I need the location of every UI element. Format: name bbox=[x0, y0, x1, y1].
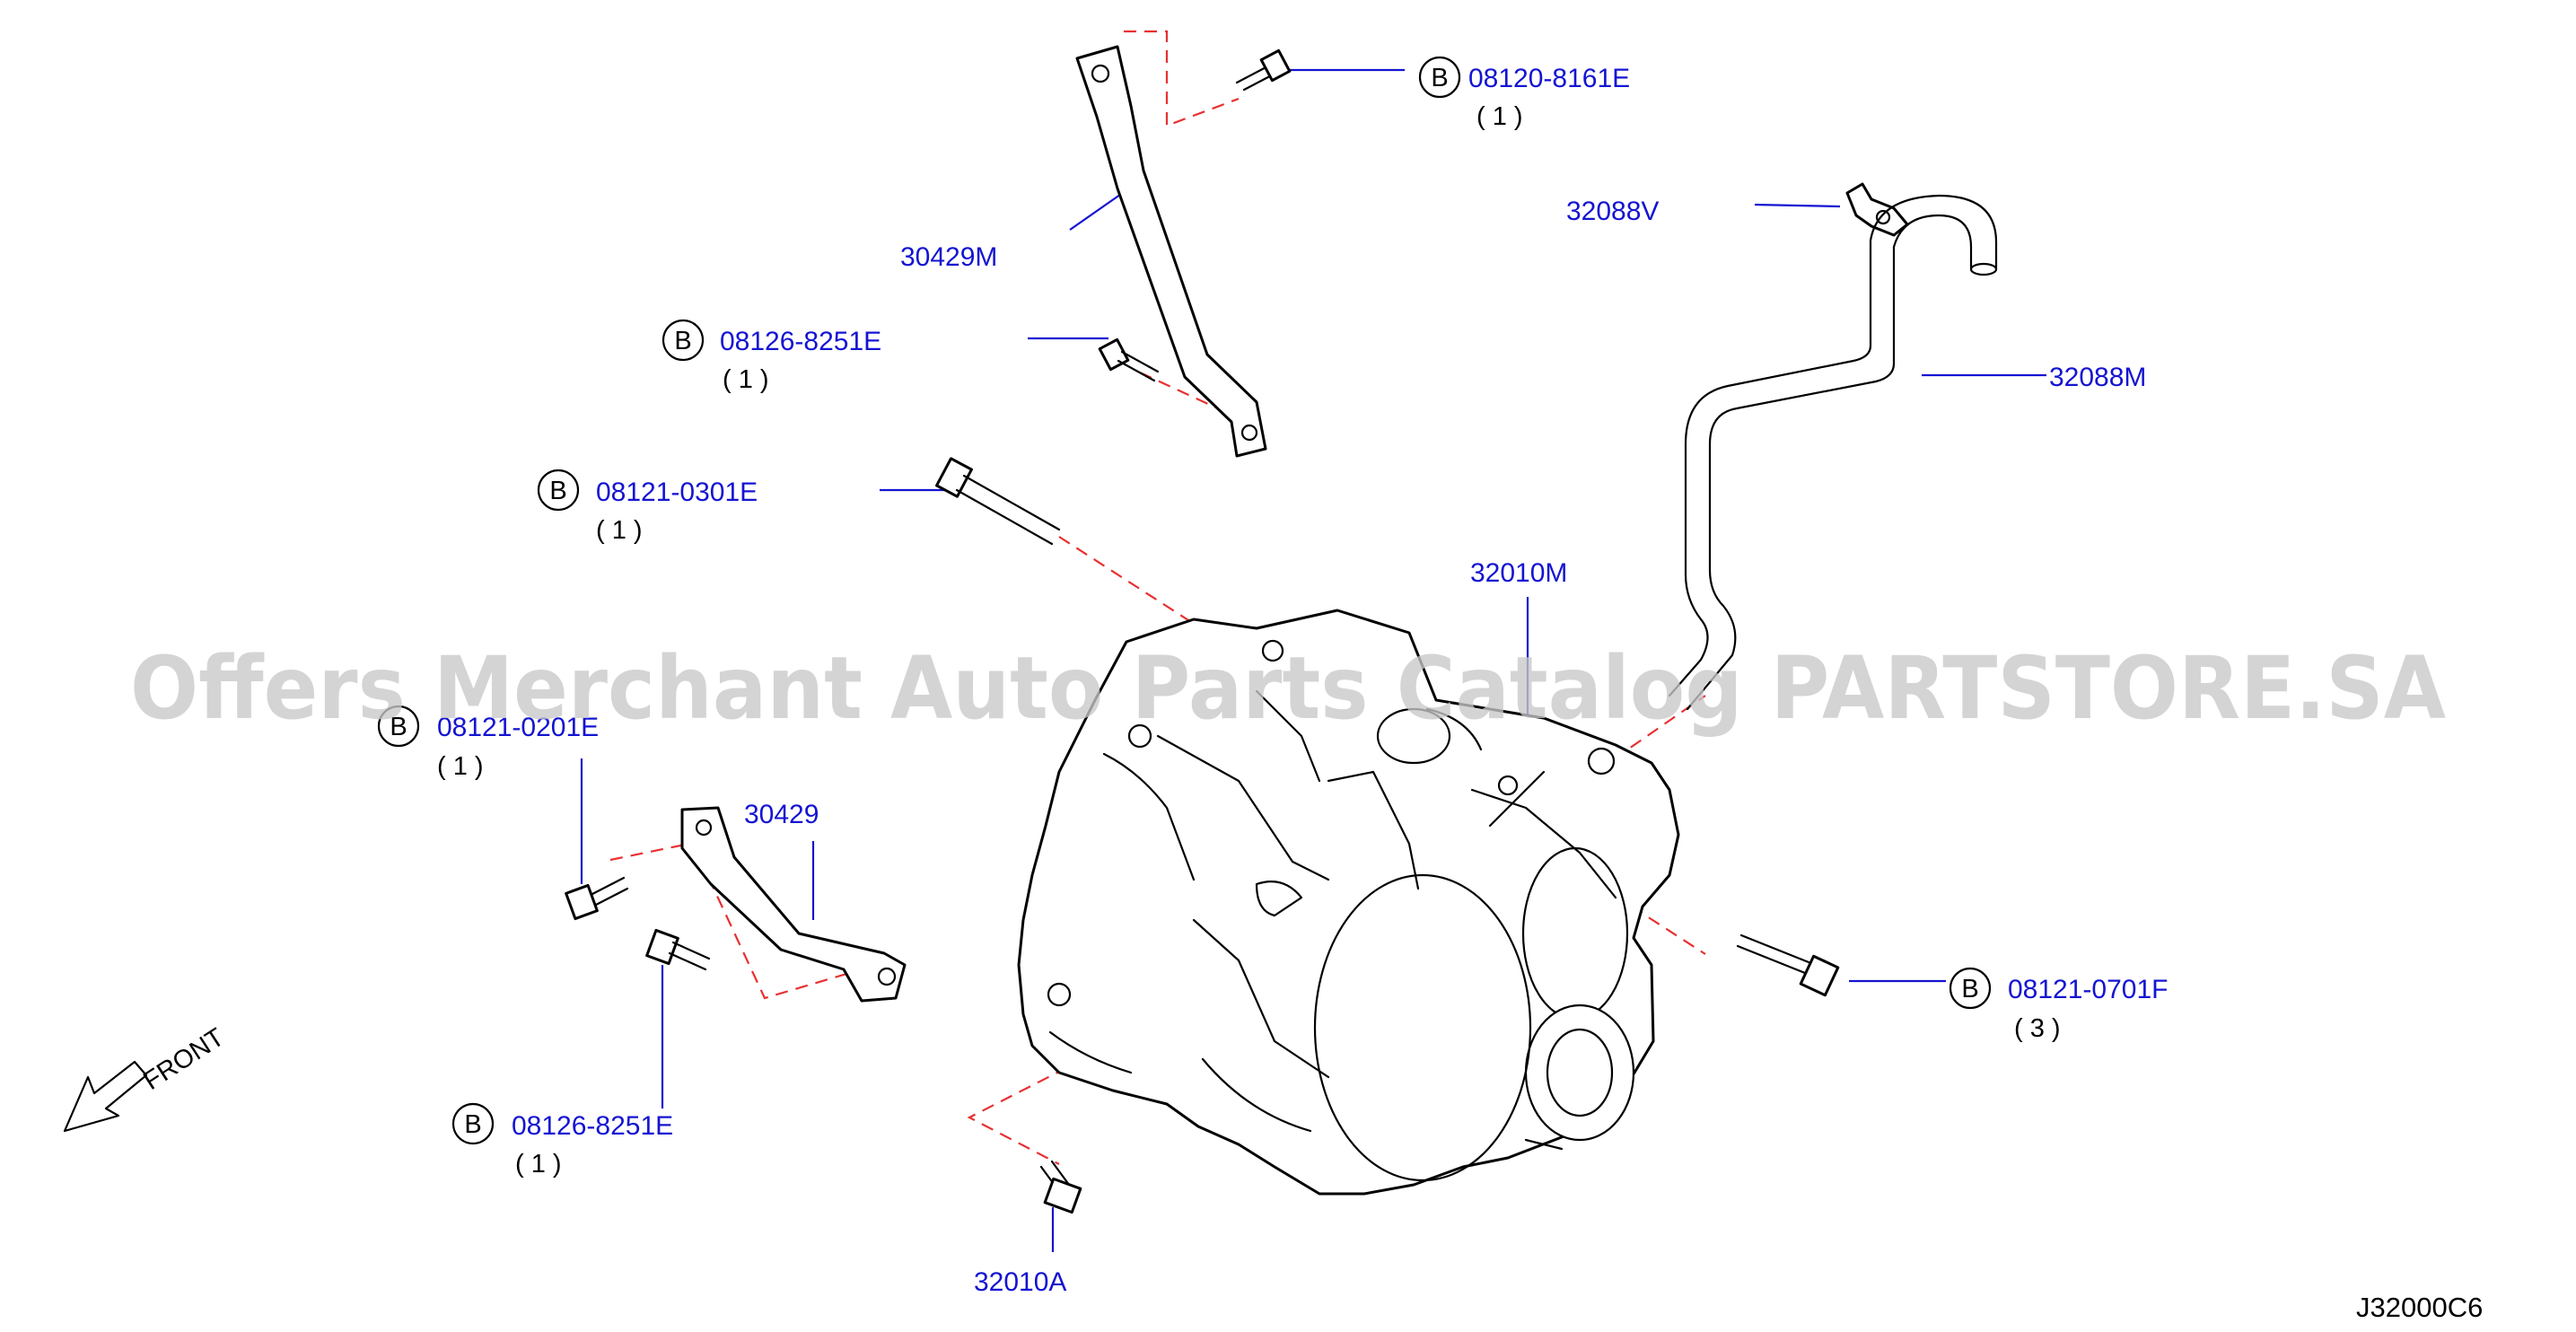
qty-08121-0301E: ( 1 ) bbox=[596, 516, 643, 545]
bolt-stay-lower[interactable] bbox=[1098, 337, 1160, 382]
b-mark-bracket-lower: B bbox=[451, 1102, 495, 1145]
b-mark-upper-right: B bbox=[1418, 56, 1461, 99]
part-labels: 08120-8161E ( 1 ) 30429M 08126-8251E ( 1… bbox=[437, 64, 2168, 1297]
front-arrow-icon bbox=[63, 1060, 148, 1133]
bolt-right[interactable] bbox=[1736, 933, 1840, 997]
part-label-32088V[interactable]: 32088V bbox=[1566, 197, 1659, 226]
b-mark-right: B bbox=[1949, 967, 1992, 1010]
long-bolt-upper[interactable] bbox=[935, 457, 1061, 546]
svg-text:B: B bbox=[1961, 975, 1978, 1003]
svg-text:B: B bbox=[390, 713, 407, 741]
b-mark-left: B bbox=[377, 705, 420, 748]
svg-text:B: B bbox=[674, 327, 691, 355]
watermark-text: Offers Merchant Auto Parts Catalog PARTS… bbox=[130, 638, 2446, 739]
b-mark-stay-lower: B bbox=[662, 319, 705, 362]
clip-part[interactable] bbox=[1845, 182, 1909, 237]
part-label-32010A[interactable]: 32010A bbox=[974, 1267, 1066, 1297]
svg-text:B: B bbox=[464, 1110, 481, 1139]
part-label-08126-8251E-upper[interactable]: 08126-8251E bbox=[720, 327, 881, 356]
lower-bracket-part[interactable] bbox=[680, 806, 907, 1003]
qty-08120-8161E: ( 1 ) bbox=[1476, 102, 1523, 131]
bolt-bracket-lower[interactable] bbox=[645, 928, 711, 971]
front-label: FRONT bbox=[138, 1022, 229, 1095]
part-label-32010M[interactable]: 32010M bbox=[1470, 558, 1567, 588]
bolt-left[interactable] bbox=[565, 876, 629, 921]
qty-08121-0201E: ( 1 ) bbox=[437, 752, 484, 781]
bolt-upper-right[interactable] bbox=[1235, 48, 1292, 92]
hose-part[interactable] bbox=[1668, 194, 1998, 711]
part-label-08121-0201E[interactable]: 08121-0201E bbox=[437, 713, 599, 742]
part-label-08121-0301E[interactable]: 08121-0301E bbox=[596, 478, 758, 507]
bolt-bottom[interactable] bbox=[1039, 1160, 1082, 1214]
part-label-08121-0701F[interactable]: 08121-0701F bbox=[2008, 975, 2168, 1004]
part-label-30429[interactable]: 30429 bbox=[744, 800, 819, 829]
part-label-08126-8251E-lower[interactable]: 08126-8251E bbox=[512, 1111, 673, 1141]
diagram-code: J32000C6 bbox=[2356, 1292, 2483, 1323]
svg-text:B: B bbox=[1431, 64, 1448, 92]
leader-lines bbox=[580, 68, 2046, 1252]
qty-08126-8251E-upper: ( 1 ) bbox=[723, 365, 769, 394]
part-label-32088M[interactable]: 32088M bbox=[2049, 363, 2146, 392]
upper-stay-part[interactable] bbox=[1075, 45, 1267, 458]
part-label-08120-8161E[interactable]: 08120-8161E bbox=[1468, 64, 1630, 93]
svg-text:B: B bbox=[549, 477, 566, 505]
part-label-30429M[interactable]: 30429M bbox=[900, 242, 997, 272]
b-mark-long-bolt: B bbox=[537, 469, 580, 512]
b-marks: B B B B B B bbox=[377, 56, 1992, 1145]
qty-08121-0701F: ( 3 ) bbox=[2014, 1014, 2061, 1043]
transaxle-part[interactable] bbox=[1017, 609, 1680, 1196]
qty-08126-8251E-lower: ( 1 ) bbox=[515, 1150, 562, 1179]
